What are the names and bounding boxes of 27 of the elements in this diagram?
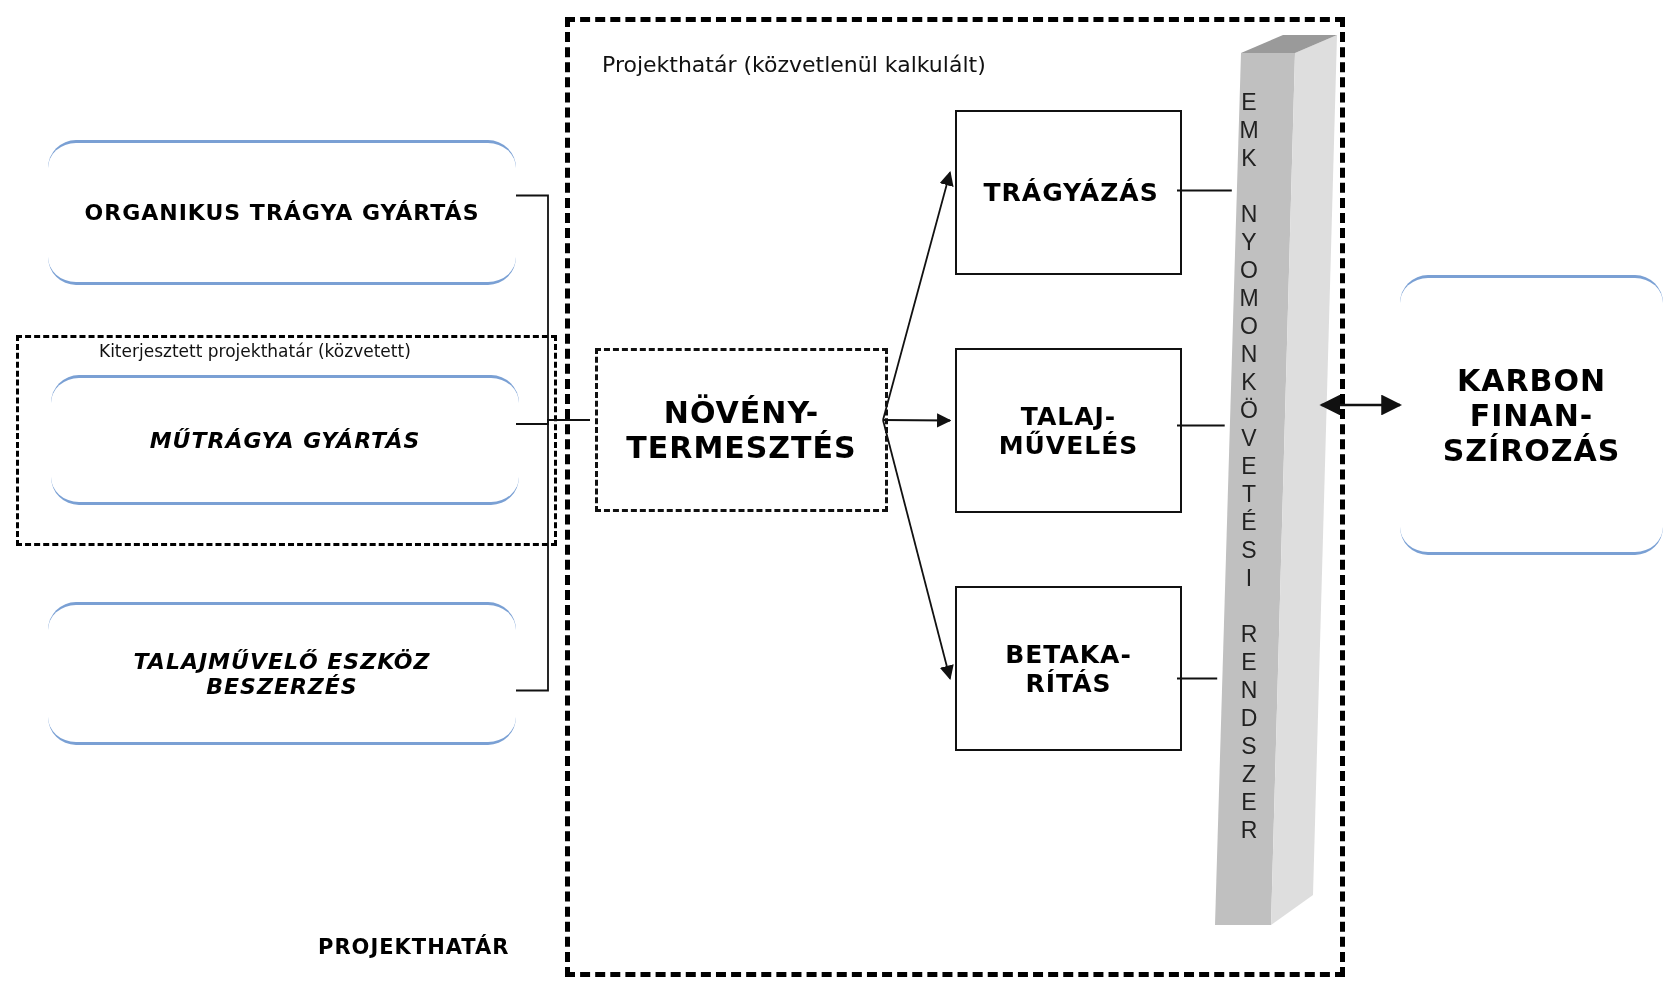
pillar-text: EMK NYOMONKÖVETÉSI RENDSZER	[1237, 89, 1260, 845]
box-text: ORGANIKUS TRÁGYA GYÁRTÁS	[84, 200, 480, 225]
connector-line	[1176, 424, 1226, 427]
arrow	[1319, 394, 1403, 416]
boundary-title: Projekthatár (közvetlenül kalkulált)	[602, 52, 986, 77]
process-box	[955, 348, 1182, 513]
arrow	[882, 413, 952, 428]
arrow	[882, 171, 954, 421]
connector-line	[1176, 677, 1219, 680]
connector-line	[1176, 189, 1233, 192]
box-text: NÖVÉNY- TERMESZTÉS	[625, 395, 858, 465]
pillar-bar	[1213, 33, 1339, 925]
connector-line	[515, 419, 591, 692]
boundary-title: Kiterjesztett projekthatár (közvetett)	[99, 341, 411, 361]
box-text: TALAJMŰVELŐ ESZKÖZ BESZERZÉS	[132, 648, 432, 699]
box-text: TALAJ- MŰVELÉS	[997, 401, 1140, 460]
arrow	[882, 419, 954, 680]
boundary-caption: PROJEKTHATÁR	[318, 935, 510, 959]
boundary-box	[565, 17, 1345, 977]
process-box	[955, 586, 1182, 751]
boundary-box	[16, 335, 557, 546]
process-box	[595, 348, 888, 512]
process-box	[955, 110, 1182, 275]
box-text: TRÁGYÁZÁS	[983, 178, 1154, 207]
box-text: MŰTRÁGYA GYÁRTÁS	[149, 427, 421, 453]
box-text: KARBON FINAN- SZÍROZÁS	[1441, 362, 1622, 468]
box-text: BETAKA- RÍTÁS	[1004, 639, 1133, 698]
